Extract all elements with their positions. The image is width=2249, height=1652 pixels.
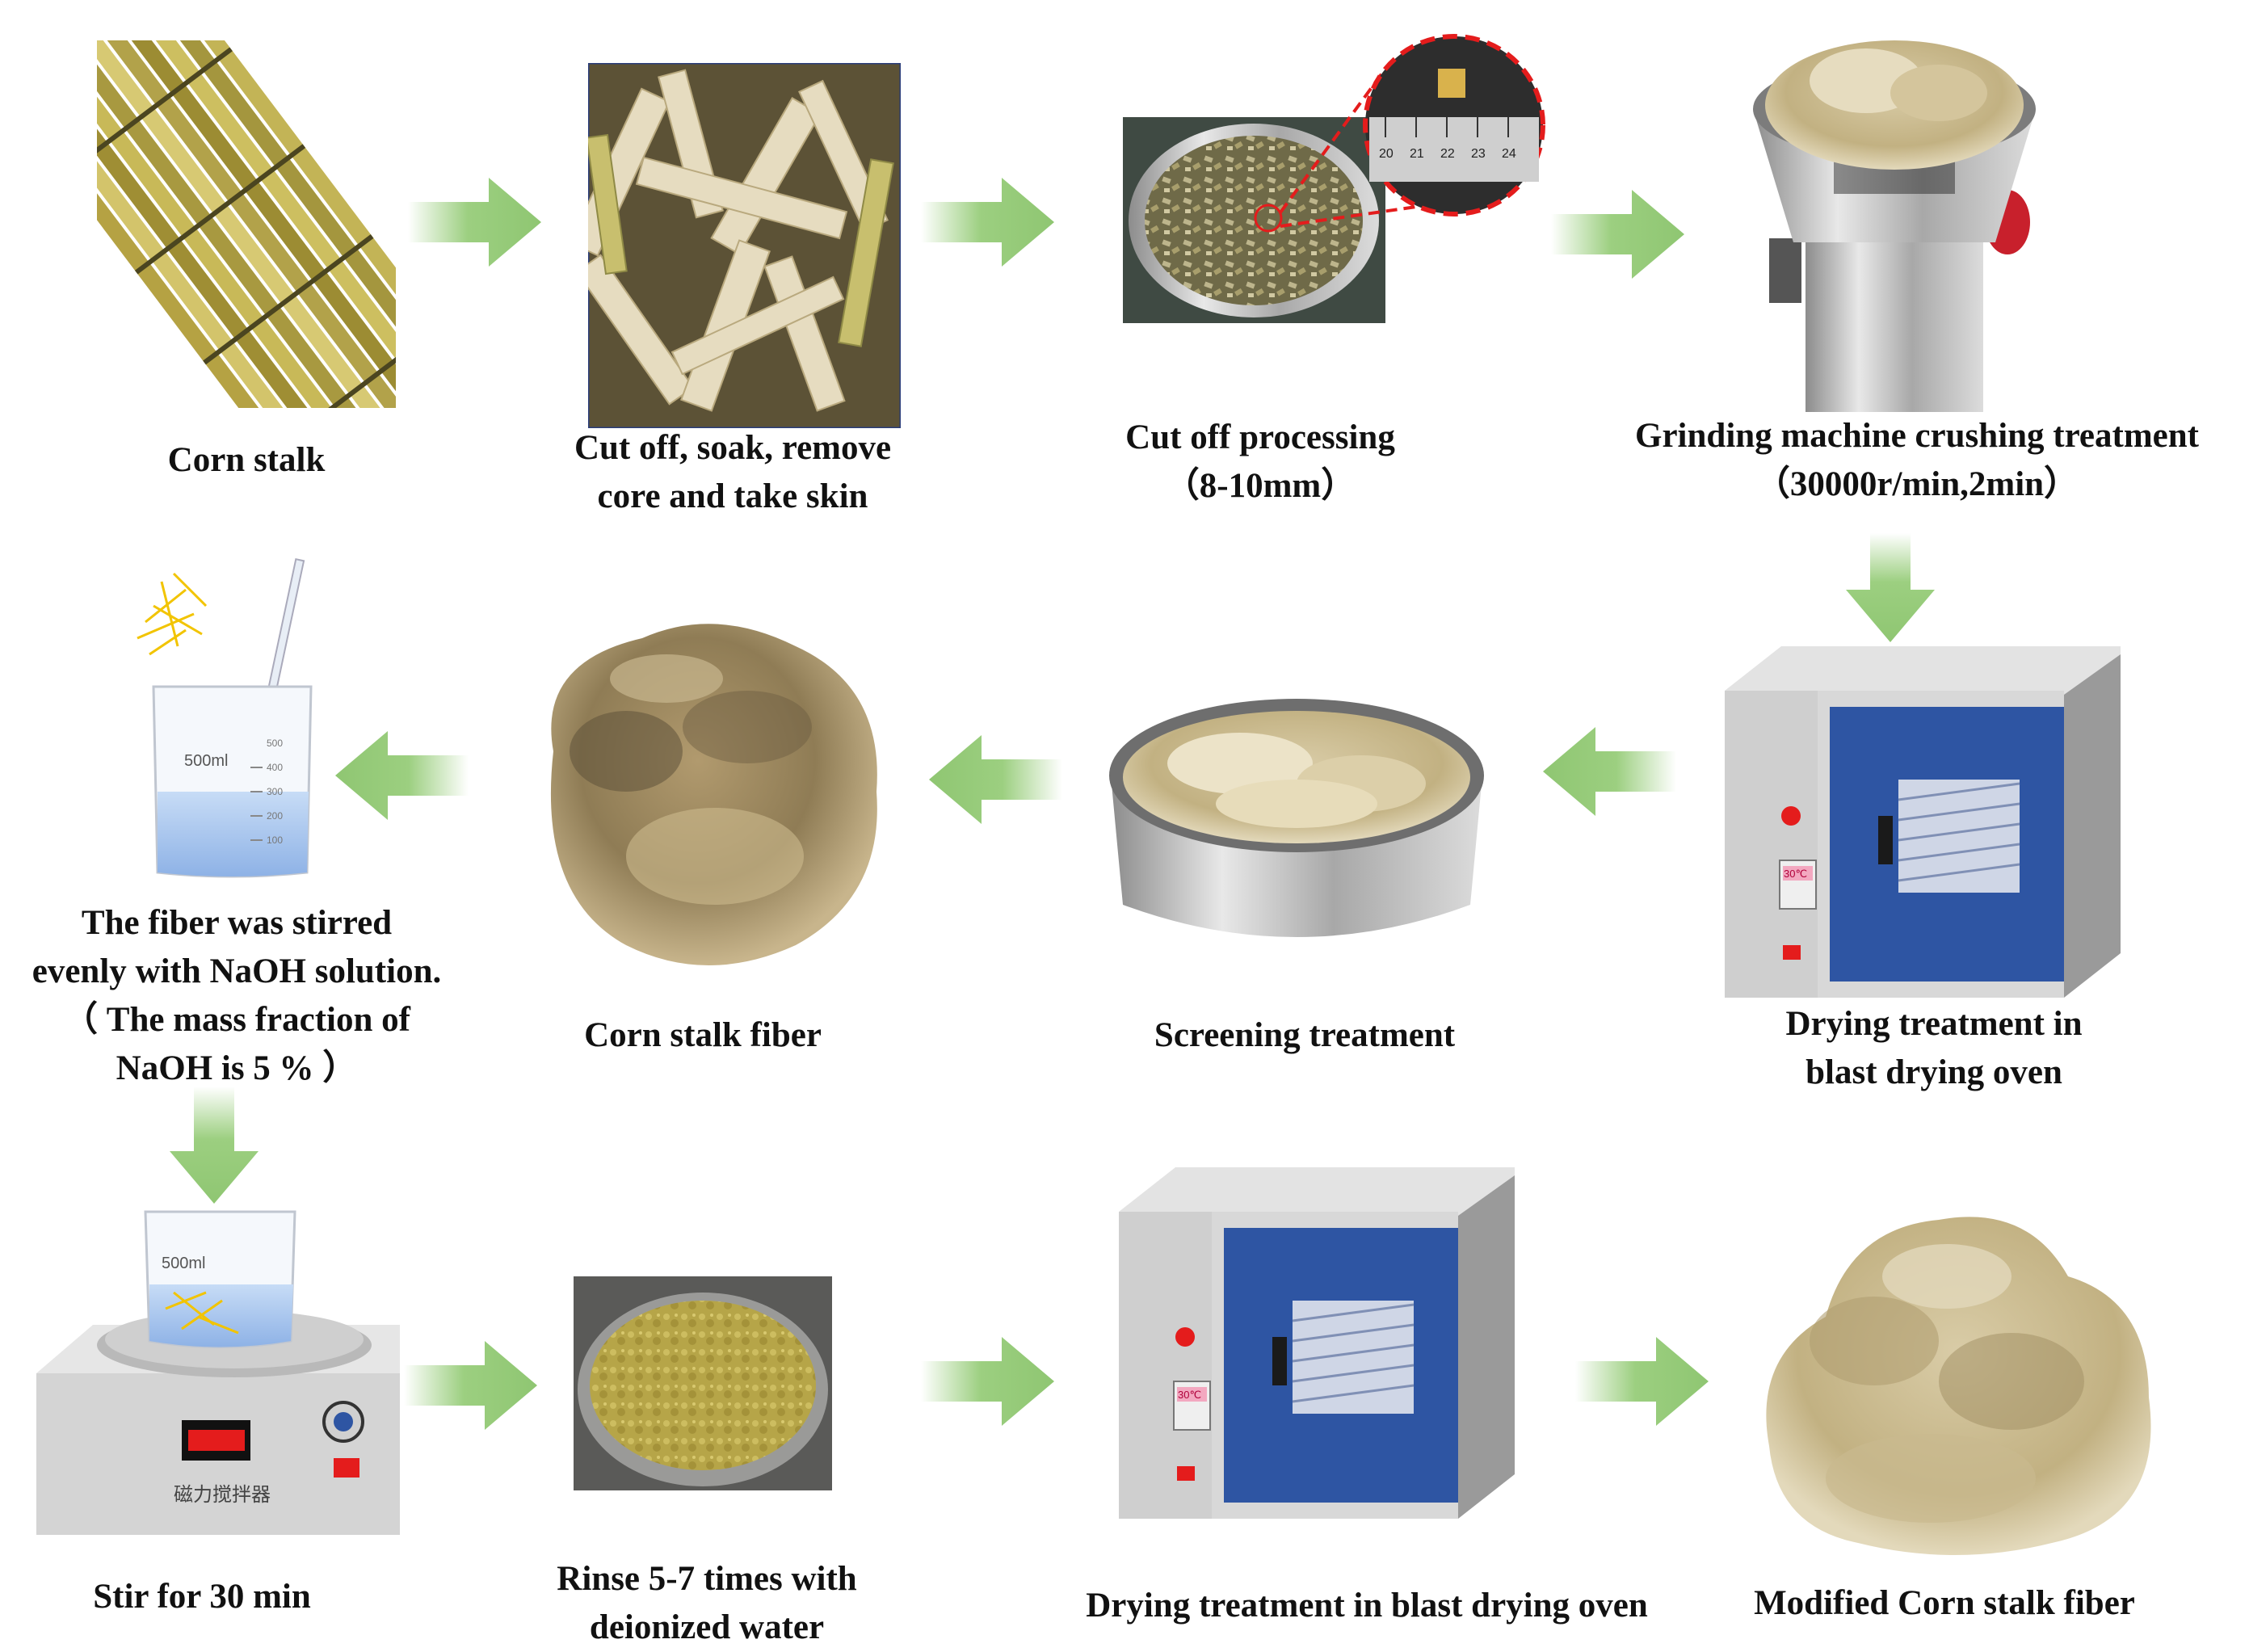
beaker-tick: 500: [267, 738, 283, 749]
arrow-right-5: [921, 1337, 1054, 1426]
arrow-down-1: [1846, 533, 1935, 642]
stirrer-beaker-volume: 500ml: [162, 1255, 205, 1272]
arrow-left-3: [335, 731, 469, 820]
screening-label: Screening treatment: [1154, 1016, 1456, 1054]
stir-30-label: Stir for 30 min: [93, 1578, 311, 1616]
grinding-machine-image: [1753, 40, 2036, 412]
screening-sieve-image: [1109, 699, 1484, 937]
drying-oven-2-image: 30℃: [1119, 1167, 1515, 1519]
drying-oven-1-image: 30℃: [1725, 646, 2121, 998]
beaker-tick: 400: [267, 762, 283, 773]
ruler-tick: 24: [1502, 147, 1516, 161]
arrow-down-2: [170, 1087, 259, 1204]
arrow-right-6: [1575, 1337, 1709, 1426]
oven-2-display: 30℃: [1178, 1389, 1201, 1401]
corn-stalk-fiber-image: [550, 624, 877, 965]
beaker-tick: 200: [267, 810, 283, 822]
naoh-stir-label: The fiber was stirred evenly with NaOH s…: [32, 904, 442, 1087]
rinse-image: [574, 1276, 832, 1490]
cut-strips-image: [588, 63, 901, 428]
zoom-marker: [1254, 204, 1283, 233]
oven-display: 30℃: [1784, 868, 1807, 880]
ruler-tick: 23: [1471, 147, 1486, 161]
rinse-label: Rinse 5-7 times with deionized water: [557, 1560, 857, 1646]
ruler-tick: 20: [1379, 147, 1394, 161]
ruler-tick: 22: [1440, 147, 1455, 161]
grinding-label: Grinding machine crushing treatment （300…: [1635, 417, 2199, 503]
corn-stalk-image: [97, 40, 396, 408]
arrow-right-2: [921, 178, 1054, 267]
corn-stalk-fiber-label: Corn stalk fiber: [584, 1016, 822, 1054]
cut-processing-image: 20 21 22 23 24: [1123, 34, 1545, 323]
arrow-left-2: [929, 735, 1062, 824]
arrow-right-4: [404, 1341, 537, 1430]
corn-stalk-label: Corn stalk: [167, 441, 326, 479]
ruler-tick: 21: [1410, 147, 1424, 161]
modified-fiber-label: Modified Corn stalk fiber: [1754, 1584, 2135, 1622]
arrow-right-3: [1551, 190, 1684, 279]
beaker-volume: 500ml: [184, 752, 228, 770]
drying-2-label: Drying treatment in blast drying oven: [1086, 1587, 1648, 1625]
drying-1-label: Drying treatment in blast drying oven: [1785, 1005, 2083, 1091]
beaker-tick: 300: [267, 786, 283, 797]
arrow-left-1: [1543, 727, 1676, 816]
naoh-beaker-image: 500ml 500 400 300 200 100: [137, 558, 313, 878]
arrow-right-1: [408, 178, 541, 267]
cut-processing-label: Cut off processing （8-10mm）: [1125, 418, 1395, 505]
modified-fiber-image: [1766, 1217, 2151, 1555]
beaker-tick: 100: [267, 834, 283, 846]
cut-soak-label: Cut off, soak, remove core and take skin: [574, 429, 892, 515]
stirrer-label: 磁力搅拌器: [174, 1483, 271, 1506]
magnetic-stirrer-image: 500ml 磁力搅拌器: [36, 1210, 400, 1535]
